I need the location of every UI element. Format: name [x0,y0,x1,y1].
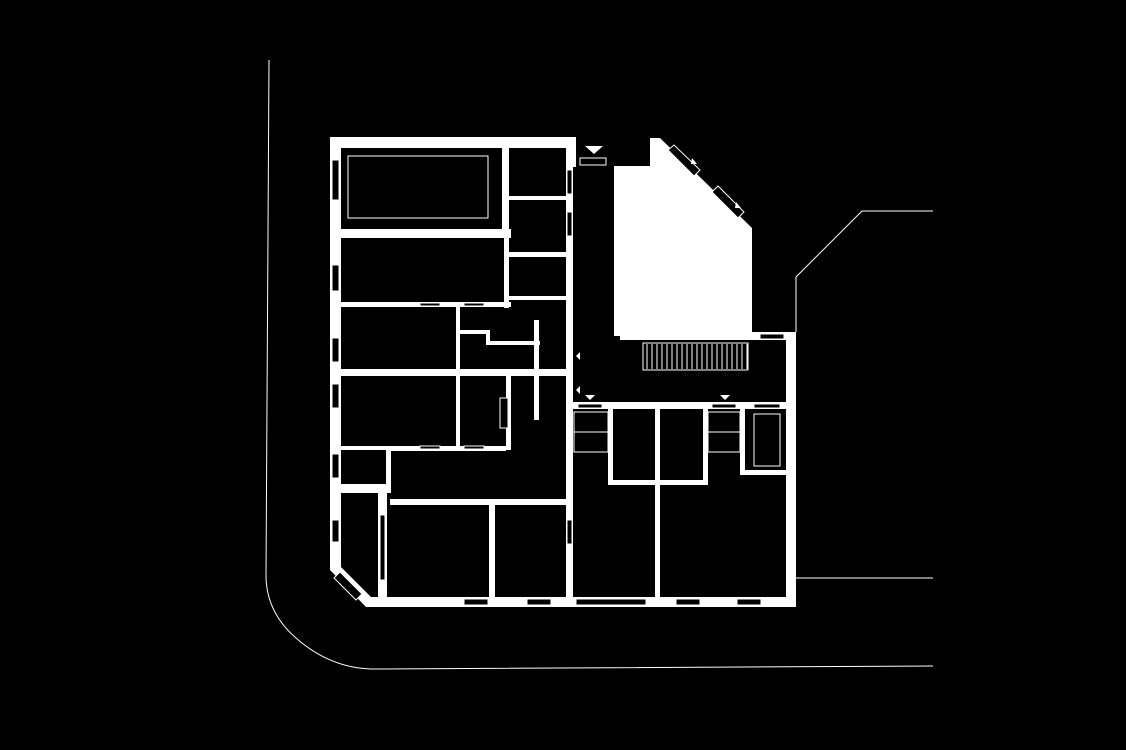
window-icon [331,264,340,292]
stair-icon-west [573,411,741,453]
window-icon [753,403,781,409]
partition [486,341,540,345]
window-icon [759,333,785,340]
street-curb-line [265,59,934,670]
window-icon [333,571,363,601]
window-icon [419,302,441,307]
corridor-wall-south [566,402,786,409]
partition [460,330,488,334]
partition [489,502,495,597]
partition [655,409,660,597]
door-arrow-icon [691,158,697,164]
partition [386,446,506,451]
window-icon [566,211,573,237]
window-icon [331,383,340,409]
window-icon [575,598,647,606]
partition [504,238,509,308]
fixtures [347,155,781,467]
pool-outline [347,155,489,219]
corridor-wall-west [566,167,573,607]
window-icon [675,598,701,606]
window-icon [379,514,386,581]
partition [502,196,566,200]
window-icon [463,598,489,606]
door-arrows [576,146,741,400]
windows [331,157,785,606]
window-icon [711,185,745,219]
door-arrow-icon [576,352,580,360]
door-arrow-icon [576,386,580,394]
site-lines [265,59,934,670]
neighbor-lot-line [795,210,933,332]
window-icon [566,169,573,195]
door-arrow-icon [720,395,730,400]
partition [390,499,566,505]
door-arrow-icon [735,202,741,208]
window-icon [577,403,603,409]
partition [341,369,566,376]
partition [341,484,391,493]
window-icon [566,519,573,545]
ne-block-wall [614,150,748,336]
partition [509,296,566,300]
partition [703,409,708,484]
window-icon [331,453,340,479]
bathtub-icon [753,413,781,467]
partition [504,252,566,257]
partition [740,470,786,475]
partition [740,409,745,475]
window-icon [711,403,737,409]
window-icon [526,598,552,606]
window-icon [499,397,509,429]
partition [486,330,490,344]
door-arrow-icon [585,146,603,154]
window-icon [736,598,762,606]
window-icon [331,159,340,201]
window-icon [331,519,340,543]
building-walls [330,137,796,607]
stair-icon [642,342,749,371]
window-icon [463,445,485,450]
window-icon [463,302,485,307]
window-icon [331,337,340,363]
partition [502,148,509,238]
window-icon [419,445,441,450]
partition [386,446,391,486]
partition [456,376,460,448]
partition [341,229,511,238]
ne-block-divider [626,254,706,258]
ne-angled-windows [333,144,745,601]
door-arrow-icon [585,395,595,400]
partition [456,307,460,373]
partition [608,409,613,484]
window-icon [579,157,607,166]
window-icon [667,144,701,177]
ne-block-divider-v [703,200,707,258]
